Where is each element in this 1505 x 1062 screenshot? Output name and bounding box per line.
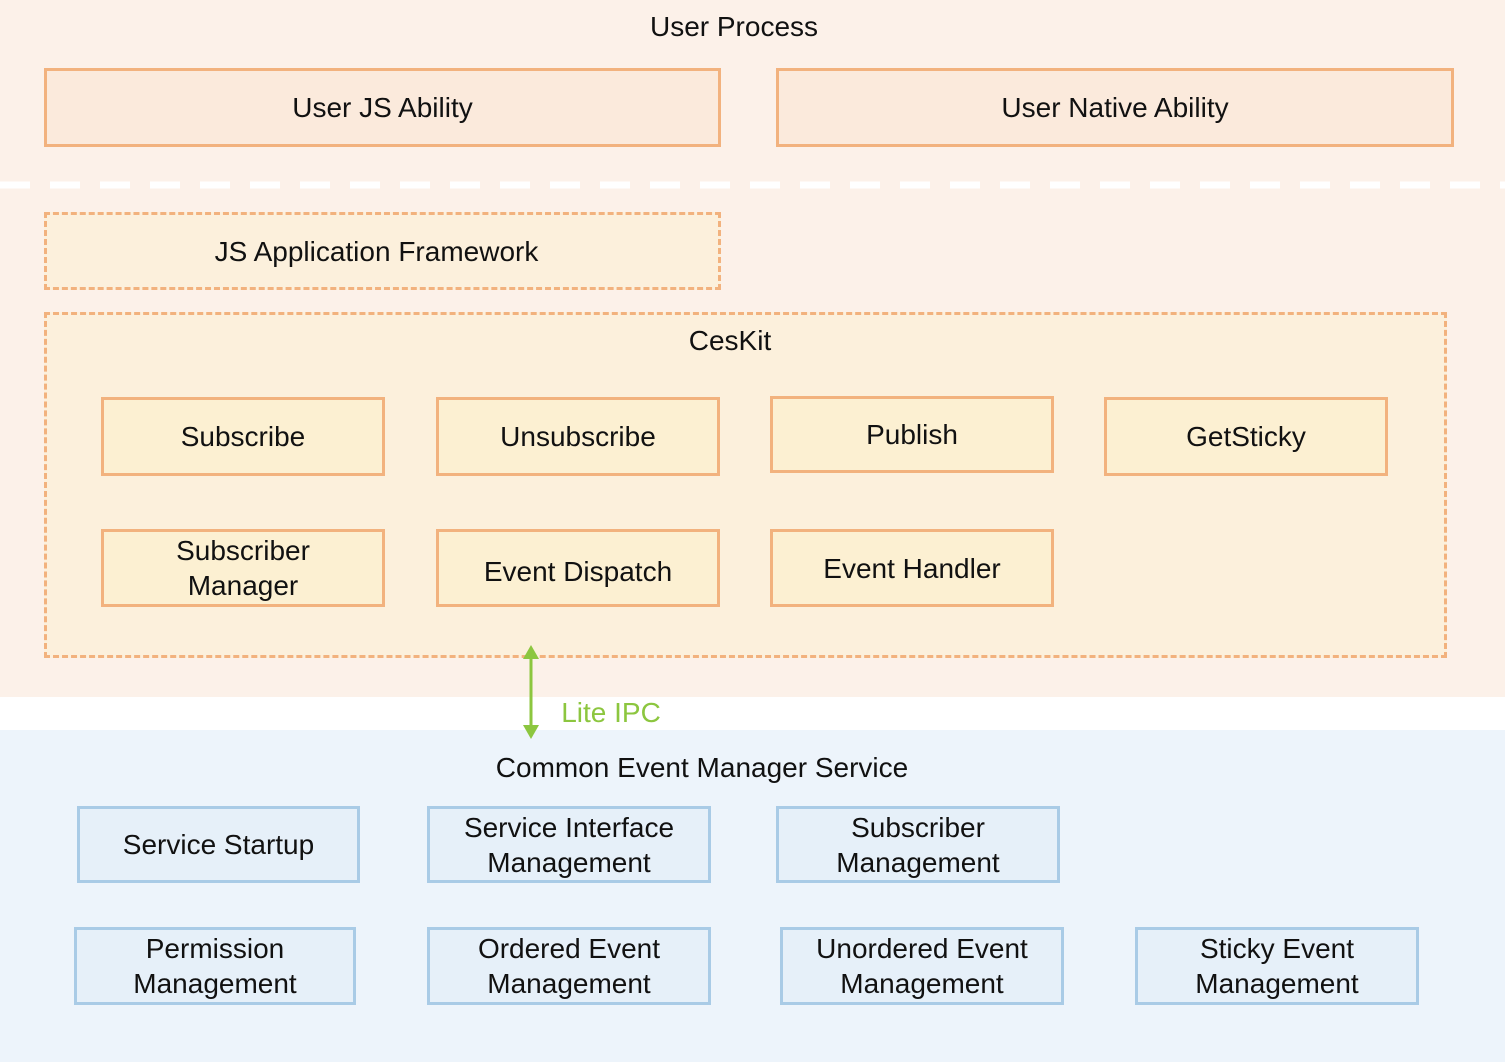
subscriber-management-line1: Subscriber (851, 811, 985, 843)
ceskit-event-dispatch-box: Event Dispatch (436, 529, 720, 607)
service-region (0, 730, 1505, 1062)
permission-management-line2: Management (133, 968, 297, 999)
user-native-ability-box: User Native Ability (776, 68, 1454, 147)
service-interface-management-line1: Service Interface (463, 811, 675, 843)
unordered-event-management-line1: Unordered Event (816, 933, 1028, 964)
subscriber-management-box: Subscriber Management (776, 806, 1060, 883)
ordered-event-management-box: Ordered Event Management (427, 927, 711, 1005)
subscriber-management-line2: Management (836, 846, 1000, 878)
lite-ipc-label: Lite IPC (561, 697, 661, 728)
user-native-ability-label: User Native Ability (1001, 92, 1229, 123)
ceskit-subscribe-label: Subscribe (180, 421, 306, 452)
service-startup-label: Service Startup (122, 829, 315, 860)
service-interface-management-line2: Management (487, 846, 651, 878)
ordered-event-management-line1: Ordered Event (477, 933, 661, 964)
ceskit-event-handler-box: Event Handler (770, 529, 1054, 607)
sticky-event-management-line2: Management (1195, 968, 1359, 999)
ordered-event-management-line2: Management (487, 968, 651, 999)
ceskit-publish-label: Publish (866, 419, 958, 450)
service-interface-management-box: Service Interface Management (427, 806, 711, 883)
ceskit-title: CesKit (688, 325, 772, 356)
service-title: Common Event Manager Service (495, 752, 909, 783)
user-js-ability-label: User JS Ability (292, 92, 473, 123)
sticky-event-management-line1: Sticky Event (1199, 933, 1355, 964)
unordered-event-management-line2: Management (840, 968, 1004, 999)
ceskit-event-dispatch-label: Event Dispatch (483, 555, 673, 587)
ceskit-subscriber-manager-line1: Subscriber (176, 535, 310, 566)
ceskit-publish-box: Publish (770, 396, 1054, 473)
ceskit-event-handler-label: Event Handler (823, 552, 1001, 584)
ceskit-getsticky-box: GetSticky (1104, 397, 1388, 476)
service-startup-box: Service Startup (77, 806, 360, 883)
user-process-title: User Process (649, 11, 819, 42)
js-application-framework-label: JS Application Framework (214, 235, 539, 267)
process-boundary-divider (0, 181, 1505, 189)
lite-ipc-arrow (523, 645, 539, 739)
ceskit-subscriber-manager-box: Subscriber Manager (101, 529, 385, 607)
ceskit-getsticky-label: GetSticky (1186, 421, 1306, 452)
permission-management-line1: Permission (145, 933, 285, 964)
js-application-framework-box: JS Application Framework (44, 212, 721, 290)
unordered-event-management-box: Unordered Event Management (780, 927, 1064, 1005)
permission-management-box: Permission Management (74, 927, 356, 1005)
ceskit-unsubscribe-box: Unsubscribe (436, 397, 720, 476)
user-js-ability-box: User JS Ability (44, 68, 721, 147)
ceskit-subscribe-box: Subscribe (101, 397, 385, 476)
ceskit-subscriber-manager-line2: Manager (187, 570, 299, 601)
sticky-event-management-box: Sticky Event Management (1135, 927, 1419, 1005)
ceskit-unsubscribe-label: Unsubscribe (500, 421, 656, 452)
